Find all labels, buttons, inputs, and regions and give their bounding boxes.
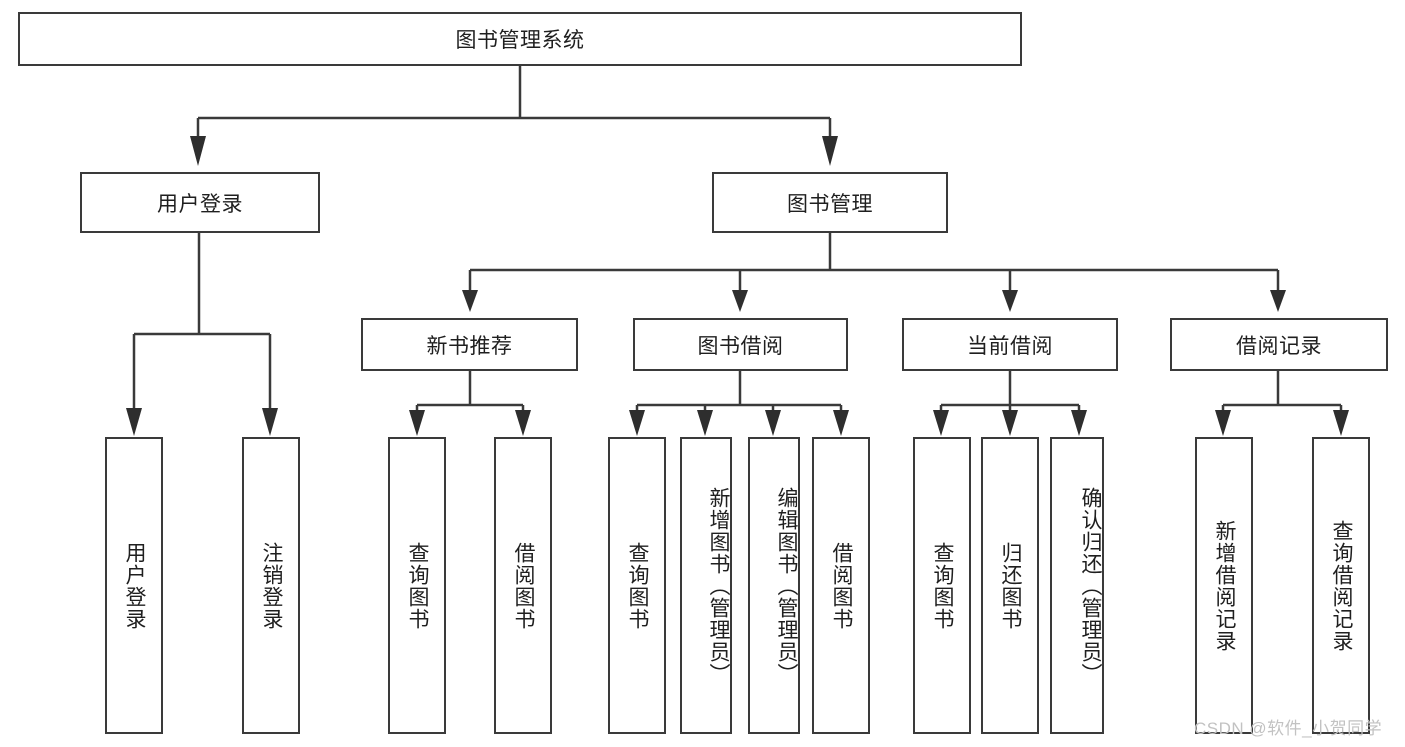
arrow-newbook <box>462 290 478 312</box>
node-label: 编辑图书（管理员） <box>775 486 798 685</box>
arrow-borrow-c1 <box>629 410 645 436</box>
node-new-book-recommendation[interactable]: 新书推荐 <box>361 318 578 371</box>
leaf-current-confirm-return-admin[interactable]: 确认归还（管理员） <box>1050 437 1104 734</box>
leaf-newbook-borrow-books[interactable]: 借阅图书 <box>494 437 552 734</box>
arrow-records <box>1270 290 1286 312</box>
arrow-current-c1 <box>933 410 949 436</box>
arrow-borrow-c4 <box>833 410 849 436</box>
node-label: 用户登录 <box>122 541 146 630</box>
node-label: 借阅记录 <box>1236 334 1322 358</box>
node-label: 新增图书（管理员） <box>707 486 730 685</box>
node-book-management[interactable]: 图书管理 <box>712 172 948 233</box>
arrow-newbook-c2 <box>515 410 531 436</box>
leaf-current-return-books[interactable]: 归还图书 <box>981 437 1039 734</box>
arrow-borrow-c3 <box>765 410 781 436</box>
arrow-borrow <box>732 290 748 312</box>
leaf-records-add-record[interactable]: 新增借阅记录 <box>1195 437 1253 734</box>
node-label: 借阅图书 <box>511 541 535 630</box>
node-label: 注销登录 <box>259 541 283 630</box>
leaf-user-login[interactable]: 用户登录 <box>105 437 163 734</box>
node-label: 确认归还（管理员） <box>1079 486 1102 685</box>
node-label: 新书推荐 <box>426 334 513 358</box>
node-label: 图书管理 <box>787 192 873 216</box>
node-user-login[interactable]: 用户登录 <box>80 172 320 233</box>
node-label: 查询图书 <box>930 541 954 630</box>
arrow-user-c2 <box>262 408 278 436</box>
leaf-newbook-query-books[interactable]: 查询图书 <box>388 437 446 734</box>
arrow-records-c1 <box>1215 410 1231 436</box>
arrow-borrow-c2 <box>697 410 713 436</box>
leaf-records-query-record[interactable]: 查询借阅记录 <box>1312 437 1370 734</box>
node-label: 图书借阅 <box>697 334 784 358</box>
leaf-logout-login[interactable]: 注销登录 <box>242 437 300 734</box>
node-label: 归还图书 <box>998 541 1022 630</box>
node-label: 查询图书 <box>625 541 649 630</box>
node-label: 新增借阅记录 <box>1212 519 1236 652</box>
node-label: 查询图书 <box>405 541 429 630</box>
arrow-user-c1 <box>126 408 142 436</box>
leaf-borrow-borrow-books[interactable]: 借阅图书 <box>812 437 870 734</box>
arrow-current-c3 <box>1071 410 1087 436</box>
node-label: 借阅图书 <box>829 541 853 630</box>
node-label: 图书管理系统 <box>455 29 585 52</box>
leaf-current-query-books[interactable]: 查询图书 <box>913 437 971 734</box>
leaf-borrow-add-book-admin[interactable]: 新增图书（管理员） <box>680 437 732 734</box>
arrow-userlogin <box>190 136 206 166</box>
node-current-borrow[interactable]: 当前借阅 <box>902 318 1118 371</box>
node-borrow-records[interactable]: 借阅记录 <box>1170 318 1388 371</box>
node-label: 当前借阅 <box>967 334 1053 358</box>
node-label: 查询借阅记录 <box>1329 519 1353 652</box>
arrow-bookmgmt <box>822 136 838 166</box>
arrow-current-c2 <box>1002 410 1018 436</box>
csdn-watermark: CSDN @软件_小贺同学 <box>1194 719 1383 738</box>
leaf-borrow-query-books[interactable]: 查询图书 <box>608 437 666 734</box>
node-book-borrow[interactable]: 图书借阅 <box>633 318 848 371</box>
node-root-book-management-system[interactable]: 图书管理系统 <box>18 12 1022 66</box>
node-label: 用户登录 <box>157 192 243 216</box>
leaf-borrow-edit-book-admin[interactable]: 编辑图书（管理员） <box>748 437 800 734</box>
arrow-current <box>1002 290 1018 312</box>
arrow-records-c2 <box>1333 410 1349 436</box>
arrow-newbook-c1 <box>409 410 425 436</box>
